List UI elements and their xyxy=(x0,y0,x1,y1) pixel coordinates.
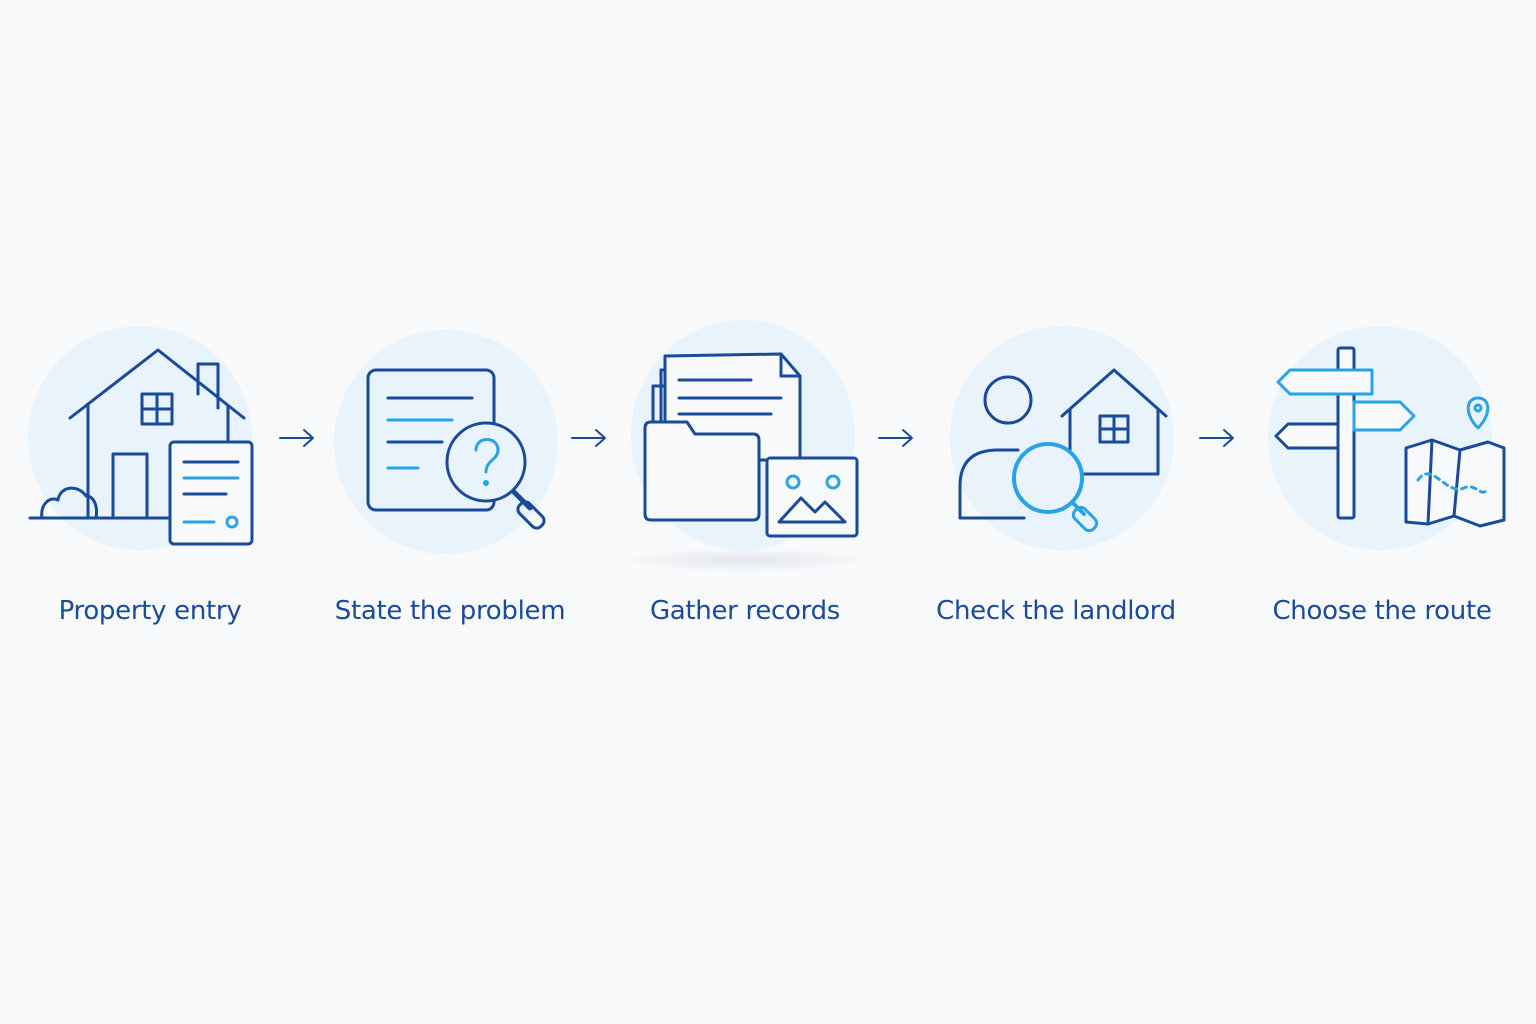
arrow-right-icon xyxy=(571,429,606,447)
person-house-magnifier-icon xyxy=(958,368,1168,533)
step-halo xyxy=(950,326,1174,550)
document-question-magnifier-icon xyxy=(366,368,546,530)
arrow-right-icon xyxy=(1199,429,1234,447)
step-label: Gather records xyxy=(649,596,841,626)
folder-documents-photo-icon xyxy=(643,352,859,538)
step-label: Choose the route xyxy=(1272,596,1492,626)
step-property-entry: Property entry xyxy=(0,300,300,660)
step-check-the-landlord: Check the landlord xyxy=(906,300,1206,660)
step-label: Property entry xyxy=(58,596,242,626)
step-shadow xyxy=(620,548,870,572)
step-state-the-problem: State the problem xyxy=(300,300,600,660)
step-gather-records: Gather records xyxy=(595,300,895,660)
signpost-map-icon xyxy=(1274,346,1506,528)
step-label: Check the landlord xyxy=(936,596,1176,626)
arrow-right-icon xyxy=(279,429,314,447)
house-with-document-icon xyxy=(28,348,254,546)
arrow-right-icon xyxy=(878,429,913,447)
step-choose-the-route: Choose the route xyxy=(1232,300,1532,660)
step-label: State the problem xyxy=(334,596,566,626)
